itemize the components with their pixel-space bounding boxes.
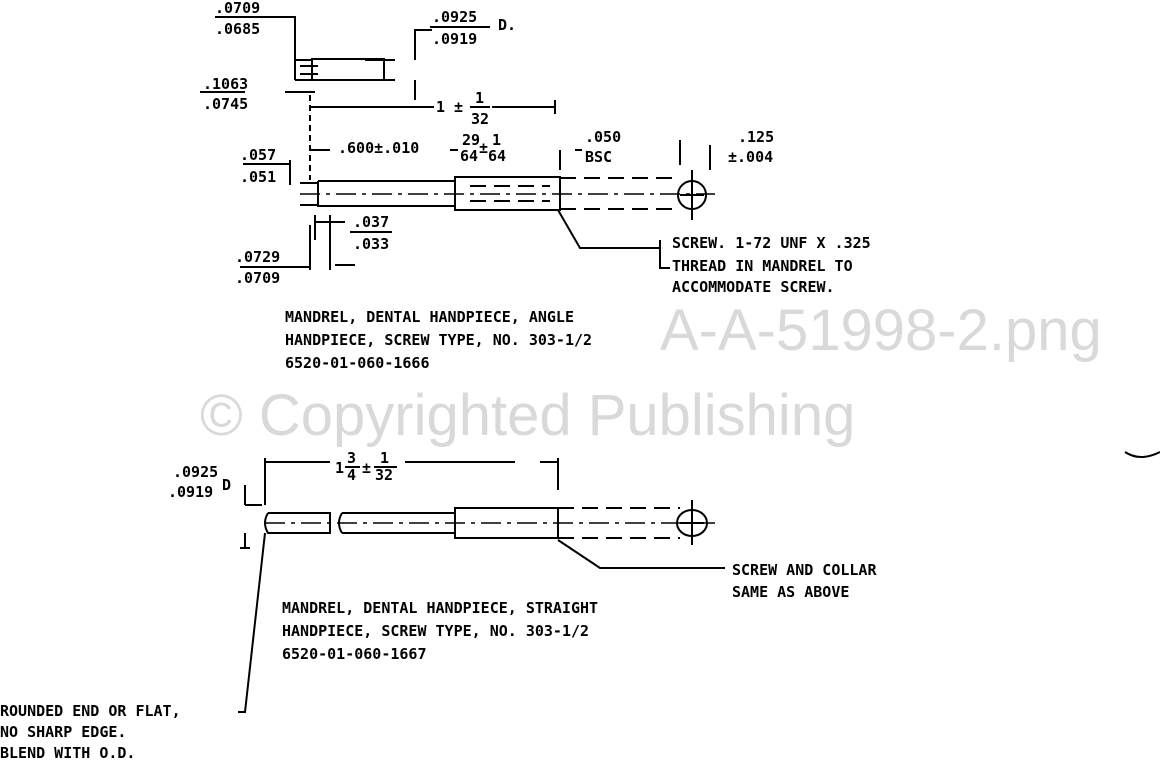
- collar-note-1: SCREW AND COLLAR: [732, 561, 877, 579]
- straight-desc-3: 6520-01-060-1667: [282, 645, 427, 663]
- straight-length-whole: 1: [335, 459, 344, 477]
- collar-num: 29: [462, 131, 480, 149]
- watermark-line-2: A-A-51998-2.png: [660, 298, 1102, 363]
- length-den: 32: [471, 110, 489, 128]
- collar-note-2: SAME AS ABOVE: [732, 583, 849, 601]
- straight-length-den: 4: [347, 466, 356, 484]
- straight-dia-min: .0919: [168, 483, 213, 501]
- straight-length-tol-den: 32: [375, 466, 393, 484]
- screw-note-3: ACCOMMODATE SCREW.: [672, 278, 835, 296]
- collar-tol-num: 1: [492, 131, 501, 149]
- straight-dia-suffix: D: [222, 476, 231, 494]
- dia-min: .0919: [432, 30, 477, 48]
- flat-max: .037: [353, 213, 389, 231]
- end-note-1: ROUNDED END OR FLAT,: [0, 702, 181, 720]
- angle-desc-2: HANDPIECE, SCREW TYPE, NO. 303-1/2: [285, 331, 592, 349]
- screw-detail: [200, 16, 556, 114]
- straight-length-num: 3: [347, 449, 356, 467]
- collar-den: 64: [460, 147, 478, 165]
- straight-mandrel-drawing: [238, 458, 725, 713]
- groove-position: .600±.010: [338, 139, 419, 157]
- straight-length-tol-num: 1: [380, 449, 389, 467]
- watermark-line-1: © Copyrighted Publishing: [200, 383, 855, 448]
- screw-note-2: THREAD IN MANDREL TO: [672, 257, 853, 275]
- head-value: .125: [738, 128, 774, 146]
- slot-width-min: .0685: [215, 20, 260, 38]
- end-min: .0709: [235, 269, 280, 287]
- slot-width-max: .0709: [215, 0, 260, 17]
- collar-pm: ±: [479, 139, 488, 157]
- dia-max: .0925: [432, 8, 477, 26]
- straight-desc-1: MANDREL, DENTAL HANDPIECE, STRAIGHT: [282, 599, 598, 617]
- collar-tol-den: 64: [488, 147, 506, 165]
- straight-length-pm: ±: [362, 459, 371, 477]
- screw-note-1: SCREW. 1-72 UNF X .325: [672, 234, 871, 252]
- end-note-3: BLEND WITH O.D.: [0, 744, 135, 762]
- angle-mandrel-drawing: [240, 95, 715, 270]
- neck-min: .051: [240, 168, 276, 186]
- end-note-2: NO SHARP EDGE.: [0, 723, 126, 741]
- length-num: 1: [475, 89, 484, 107]
- length-whole: 1 ±: [436, 98, 463, 116]
- bsc-label: BSC: [585, 148, 612, 166]
- straight-desc-2: HANDPIECE, SCREW TYPE, NO. 303-1/2: [282, 622, 589, 640]
- groove-max: .1063: [203, 75, 248, 93]
- flat-min: .033: [353, 235, 389, 253]
- bsc-value: .050: [585, 128, 621, 146]
- straight-dia-max: .0925: [173, 463, 218, 481]
- dia-suffix: D.: [498, 16, 516, 34]
- neck-max: .057: [240, 146, 276, 164]
- angle-desc-3: 6520-01-060-1666: [285, 354, 430, 372]
- end-max: .0729: [235, 248, 280, 266]
- angle-desc-1: MANDREL, DENTAL HANDPIECE, ANGLE: [285, 308, 574, 326]
- groove-min: .0745: [203, 95, 248, 113]
- head-tolerance: ±.004: [728, 148, 773, 166]
